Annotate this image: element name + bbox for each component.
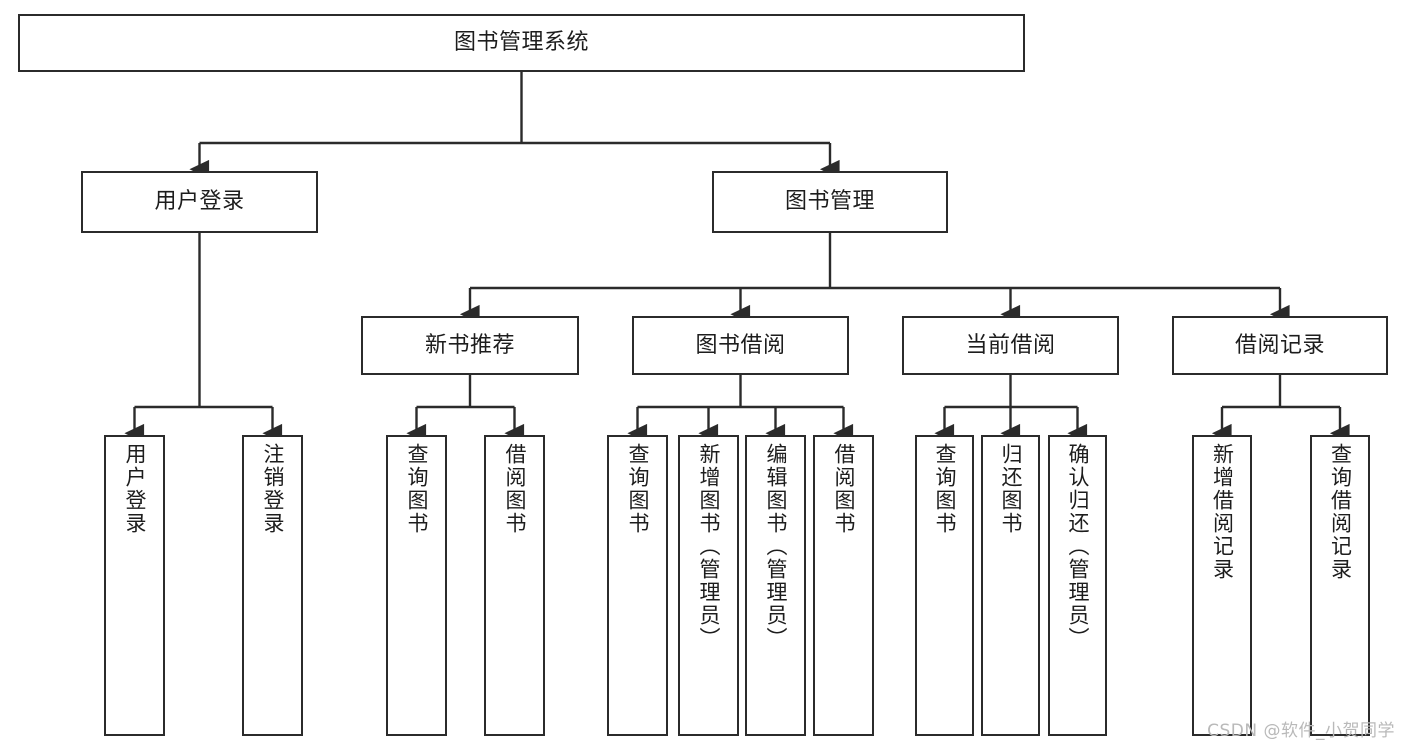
- node-label: 确认归还（管理员）: [1066, 443, 1090, 650]
- node-label: 用户登录: [123, 443, 147, 535]
- node-label: 借阅记录: [1234, 332, 1325, 358]
- leaf-logout[interactable]: 注销登录: [242, 435, 303, 736]
- node-label: 新书推荐: [424, 332, 515, 358]
- node-label: 编辑图书（管理员）: [764, 443, 788, 650]
- node-current-borrowing[interactable]: 当前借阅: [902, 316, 1119, 375]
- node-new-book-recommendation[interactable]: 新书推荐: [361, 316, 579, 375]
- node-label: 查询借阅记录: [1328, 443, 1353, 581]
- node-borrowing-records[interactable]: 借阅记录: [1172, 316, 1388, 375]
- leaf-confirm-return-admin[interactable]: 确认归还（管理员）: [1048, 435, 1107, 736]
- leaf-query-borrowing-record[interactable]: 查询借阅记录: [1310, 435, 1370, 736]
- node-label: 新增图书（管理员）: [697, 443, 721, 650]
- leaf-borrow-book-borrowing[interactable]: 借阅图书: [813, 435, 874, 736]
- node-root-book-management-system[interactable]: 图书管理系统: [18, 14, 1025, 72]
- node-label: 借阅图书: [503, 443, 527, 535]
- node-label: 借阅图书: [832, 443, 856, 535]
- node-label: 查询图书: [405, 443, 429, 535]
- node-book-borrowing[interactable]: 图书借阅: [632, 316, 849, 375]
- node-label: 当前借阅: [965, 332, 1056, 358]
- leaf-add-borrowing-record[interactable]: 新增借阅记录: [1192, 435, 1252, 736]
- node-label: 用户登录: [154, 189, 245, 215]
- leaf-edit-book-admin[interactable]: 编辑图书（管理员）: [745, 435, 806, 736]
- node-user-login[interactable]: 用户登录: [81, 171, 318, 233]
- watermark-credit: CSDN @软件_小贺同学: [1207, 721, 1395, 741]
- node-label: 图书借阅: [695, 332, 786, 358]
- leaf-borrow-book-recommendation[interactable]: 借阅图书: [484, 435, 545, 736]
- node-label: 查询图书: [933, 443, 957, 535]
- leaf-user-login[interactable]: 用户登录: [104, 435, 165, 736]
- leaf-query-book-recommendation[interactable]: 查询图书: [386, 435, 447, 736]
- leaf-query-book-borrowing[interactable]: 查询图书: [607, 435, 668, 736]
- node-label: 注销登录: [261, 443, 285, 535]
- node-label: 图书管理系统: [453, 30, 589, 56]
- node-label: 归还图书: [999, 443, 1023, 535]
- node-label: 图书管理: [784, 189, 875, 215]
- leaf-query-book-current[interactable]: 查询图书: [915, 435, 974, 736]
- leaf-add-book-admin[interactable]: 新增图书（管理员）: [678, 435, 739, 736]
- node-book-management[interactable]: 图书管理: [712, 171, 948, 233]
- node-label: 查询图书: [626, 443, 650, 535]
- leaf-return-book[interactable]: 归还图书: [981, 435, 1040, 736]
- node-label: 新增借阅记录: [1210, 443, 1235, 581]
